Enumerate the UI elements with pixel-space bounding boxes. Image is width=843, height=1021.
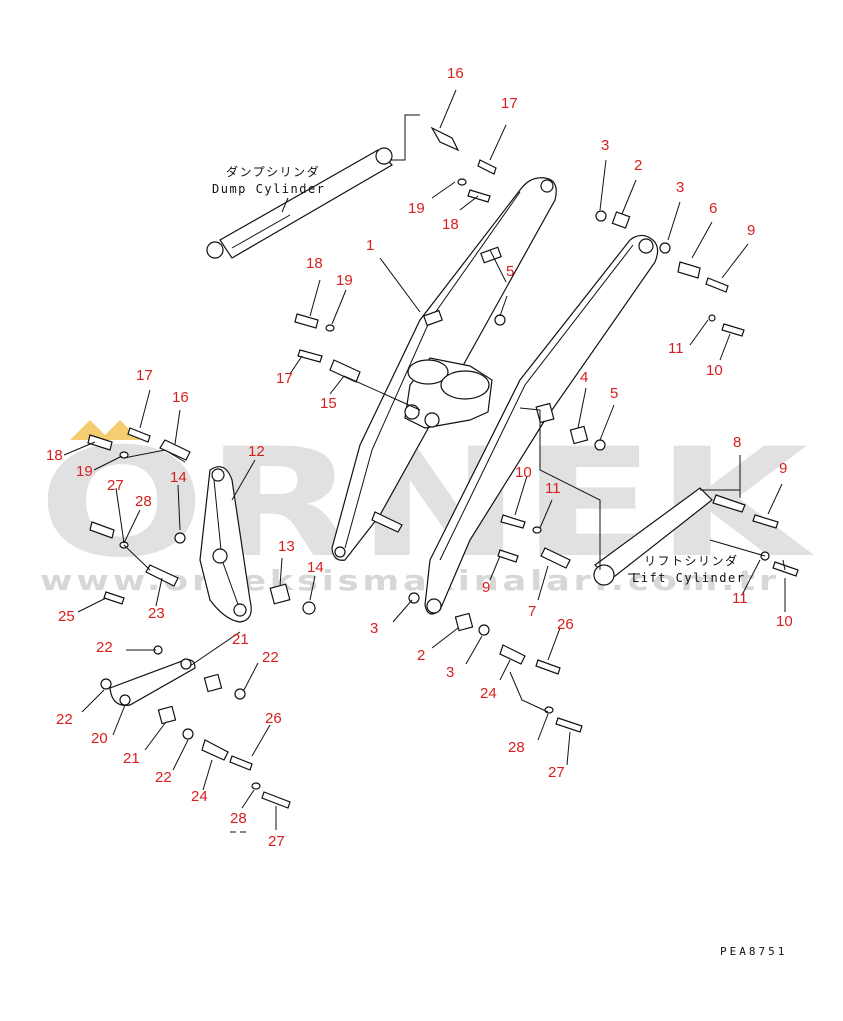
callout-10: 10 bbox=[515, 464, 532, 481]
callout-3: 3 bbox=[601, 137, 609, 154]
callout-26: 26 bbox=[265, 710, 282, 727]
callout-18: 18 bbox=[306, 255, 323, 272]
link bbox=[109, 658, 196, 706]
lift-cylinder bbox=[593, 487, 740, 586]
callout-27: 27 bbox=[548, 764, 565, 781]
callout-17: 17 bbox=[501, 95, 518, 112]
callout-12: 12 bbox=[248, 443, 265, 460]
callout-22: 22 bbox=[262, 649, 279, 666]
callout-25: 25 bbox=[58, 608, 75, 625]
drawing-code: PEA8751 bbox=[720, 945, 787, 958]
callout-15: 15 bbox=[320, 395, 337, 412]
callout-28: 28 bbox=[135, 493, 152, 510]
callout-23: 23 bbox=[148, 605, 165, 622]
callout-11: 11 bbox=[668, 340, 684, 357]
callout-16: 16 bbox=[172, 389, 189, 406]
callout-10: 10 bbox=[776, 613, 793, 630]
callout-19: 19 bbox=[76, 463, 93, 480]
small-parts bbox=[87, 126, 799, 809]
dump-cylinder bbox=[206, 114, 420, 259]
lift-cylinder-jp: リフトシリンダ bbox=[644, 553, 739, 568]
cylinder-labels: ダンプシリンダ Dump Cylinder リフトシリンダ Lift Cylin… bbox=[212, 164, 787, 958]
callout-5: 5 bbox=[610, 385, 618, 402]
dump-cylinder-en: Dump Cylinder bbox=[212, 182, 325, 196]
callout-14: 14 bbox=[170, 469, 187, 486]
callout-9: 9 bbox=[779, 460, 787, 477]
callout-24: 24 bbox=[480, 685, 497, 702]
bell-crank bbox=[199, 466, 252, 623]
callout-18: 18 bbox=[46, 447, 63, 464]
callout-2: 2 bbox=[417, 647, 425, 664]
callout-26: 26 bbox=[557, 616, 574, 633]
callout-19: 19 bbox=[408, 200, 425, 217]
callout-11: 11 bbox=[545, 480, 561, 497]
lift-cylinder-en: Lift Cylinder bbox=[632, 571, 745, 585]
callout-21: 21 bbox=[232, 631, 249, 648]
callout-3: 3 bbox=[676, 179, 684, 196]
callout-5: 5 bbox=[506, 263, 514, 280]
dump-cylinder-jp: ダンプシリンダ bbox=[226, 164, 320, 179]
callout-19: 19 bbox=[336, 272, 353, 289]
callout-16: 16 bbox=[447, 65, 464, 82]
callout-7: 7 bbox=[528, 603, 536, 620]
callout-27: 27 bbox=[107, 477, 124, 494]
callout-22: 22 bbox=[56, 711, 73, 728]
lift-arm bbox=[331, 177, 659, 615]
callout-21: 21 bbox=[123, 750, 140, 767]
callout-18: 18 bbox=[442, 216, 459, 233]
callout-9: 9 bbox=[482, 579, 490, 596]
callout-17: 17 bbox=[276, 370, 293, 387]
callout-6: 6 bbox=[709, 200, 717, 217]
watermark-accent-icon bbox=[70, 420, 140, 440]
callout-2: 2 bbox=[634, 157, 642, 174]
callout-3: 3 bbox=[370, 620, 378, 637]
callout-28: 28 bbox=[508, 739, 525, 756]
callouts: 16 17 19 18 3 2 3 6 9 1 5 18 19 17 15 11… bbox=[46, 65, 793, 850]
callout-28: 28 bbox=[230, 810, 247, 827]
callout-22: 22 bbox=[96, 639, 113, 656]
callout-3: 3 bbox=[446, 664, 454, 681]
leader-lines bbox=[63, 89, 786, 833]
callout-22: 22 bbox=[155, 769, 172, 786]
callout-20: 20 bbox=[91, 730, 108, 747]
callout-27: 27 bbox=[268, 833, 285, 850]
callout-10: 10 bbox=[706, 362, 723, 379]
callout-4: 4 bbox=[580, 369, 588, 386]
callout-11: 11 bbox=[732, 590, 748, 607]
callout-9: 9 bbox=[747, 222, 755, 239]
callout-1: 1 bbox=[366, 237, 374, 254]
callout-17: 17 bbox=[136, 367, 153, 384]
callout-13: 13 bbox=[278, 538, 295, 555]
callout-14: 14 bbox=[307, 559, 324, 576]
callout-24: 24 bbox=[191, 788, 208, 805]
callout-8: 8 bbox=[733, 434, 741, 451]
